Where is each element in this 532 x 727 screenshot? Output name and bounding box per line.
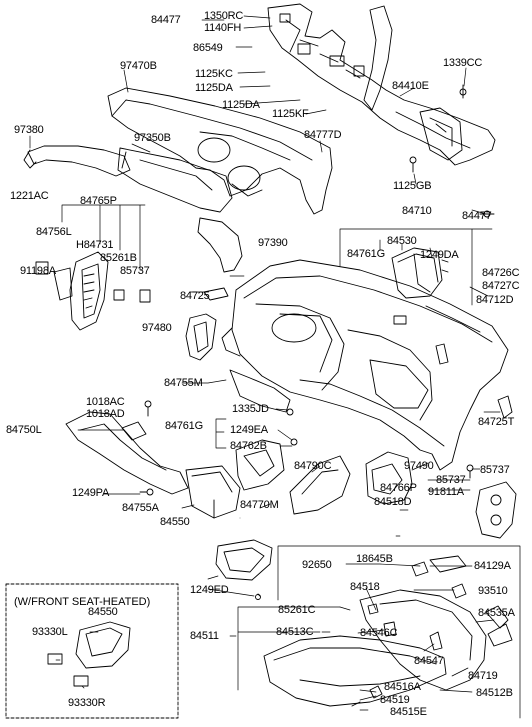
label-84515E: 84515E — [390, 706, 427, 718]
label-93330L: 93330L — [32, 626, 68, 638]
label-84755M: 84755M — [164, 377, 203, 389]
label-84761G-a: 84761G — [347, 248, 385, 260]
label-84762B: 84762B — [230, 440, 267, 452]
label-1018AD: 1018AD — [86, 408, 125, 420]
label-84719: 84719 — [468, 670, 498, 682]
label-1125DA-b: 1125DA — [222, 99, 260, 111]
label-84750L: 84750L — [6, 424, 42, 436]
label-85261B: 85261B — [100, 252, 137, 264]
label-1221AC: 1221AC — [10, 190, 49, 202]
label-84550-a: 84550 — [160, 516, 190, 528]
air-ducts — [23, 87, 333, 273]
label-84790C: 84790C — [294, 460, 332, 472]
label-92650: 92650 — [302, 559, 332, 571]
label-93510: 93510 — [478, 585, 508, 597]
label-85261C: 85261C — [278, 604, 316, 616]
label-1249DA: 1249DA — [420, 249, 459, 261]
label-85737-b: 85737 — [480, 464, 510, 476]
inset-frame — [5, 583, 179, 719]
label-84761G-b: 84761G — [165, 420, 203, 432]
inset-parts — [47, 621, 131, 687]
cowl-cross-member — [267, 3, 496, 218]
label-84727C: 84727C — [482, 280, 520, 292]
label-1140FH: 1140FH — [204, 22, 242, 34]
label-1125KF: 1125KF — [272, 108, 309, 120]
label-84513C: 84513C — [276, 626, 314, 638]
label-91198A: 91198A — [20, 265, 56, 277]
label-1125GB: 1125GB — [393, 180, 432, 192]
label-84129A: 84129A — [474, 560, 511, 572]
label-84710: 84710 — [402, 205, 432, 217]
leader-lines — [29, 15, 521, 719]
label-H84731: H84731 — [76, 239, 114, 251]
label-84756L: 84756L — [36, 226, 72, 238]
label-84516A: 84516A — [384, 681, 421, 693]
label-84518: 84518 — [350, 581, 380, 593]
label-93330R: 93330R — [68, 697, 106, 709]
label-1350RC: 1350RC — [204, 10, 244, 22]
center-fascia-bezel — [35, 251, 229, 361]
label-84477-top: 84477 — [151, 14, 181, 26]
label-97490: 97490 — [404, 460, 434, 472]
label-84519: 84519 — [380, 694, 410, 706]
label-84518D: 84518D — [374, 496, 412, 508]
label-84712D: 84712D — [476, 294, 514, 306]
label-84755A: 84755A — [122, 502, 159, 514]
label-84777D: 84777D — [304, 129, 342, 141]
label-84546C: 84546C — [360, 627, 398, 639]
label-84530: 84530 — [387, 235, 417, 247]
label-84547: 84547 — [414, 655, 444, 667]
label-18645B: 18645B — [356, 553, 393, 565]
lower-left-panels — [65, 369, 351, 519]
label-1339CC: 1339CC — [443, 57, 483, 69]
label-97390: 97390 — [258, 237, 288, 249]
label-97350B: 97350B — [134, 132, 171, 144]
label-84477-right: 84477 — [462, 210, 492, 222]
label-85737-c: 85737 — [436, 474, 466, 486]
label-84512B: 84512B — [476, 687, 513, 699]
label-84766P: 84766P — [380, 482, 417, 494]
crash-pad — [221, 259, 509, 471]
label-97380: 97380 — [14, 124, 44, 136]
label-1249ED: 1249ED — [190, 584, 229, 596]
label-84535A: 84535A — [478, 607, 515, 619]
label-84765P: 84765P — [80, 195, 117, 207]
lower-console — [215, 539, 273, 600]
label-1249PA: 1249PA — [72, 487, 110, 499]
label-84511: 84511 — [190, 630, 219, 642]
glove-box — [263, 555, 513, 707]
label-84410E: 84410E — [392, 80, 429, 92]
label-84770M: 84770M — [240, 499, 279, 511]
label-97470B: 97470B — [120, 60, 157, 72]
label-84550-b: 84550 — [88, 606, 118, 618]
label-84726C: 84726C — [482, 267, 520, 279]
label-85737-a: 85737 — [120, 265, 150, 277]
right-side-trims — [365, 343, 517, 539]
label-91811A: 91811A — [428, 486, 464, 498]
passenger-airbag — [391, 247, 449, 299]
label-97480: 97480 — [142, 322, 172, 334]
label-1249EA: 1249EA — [230, 424, 268, 436]
label-84725T: 84725T — [478, 416, 515, 428]
label-1125KC: 1125KC — [195, 68, 233, 80]
label-86549: 86549 — [193, 42, 223, 54]
label-1125DA-a: 1125DA — [195, 82, 233, 94]
label-84725: 84725 — [180, 290, 210, 302]
label-1335JD: 1335JD — [232, 403, 269, 415]
inset-title: (W/FRONT SEAT-HEATED) — [14, 596, 151, 608]
label-1018AC: 1018AC — [86, 396, 125, 408]
